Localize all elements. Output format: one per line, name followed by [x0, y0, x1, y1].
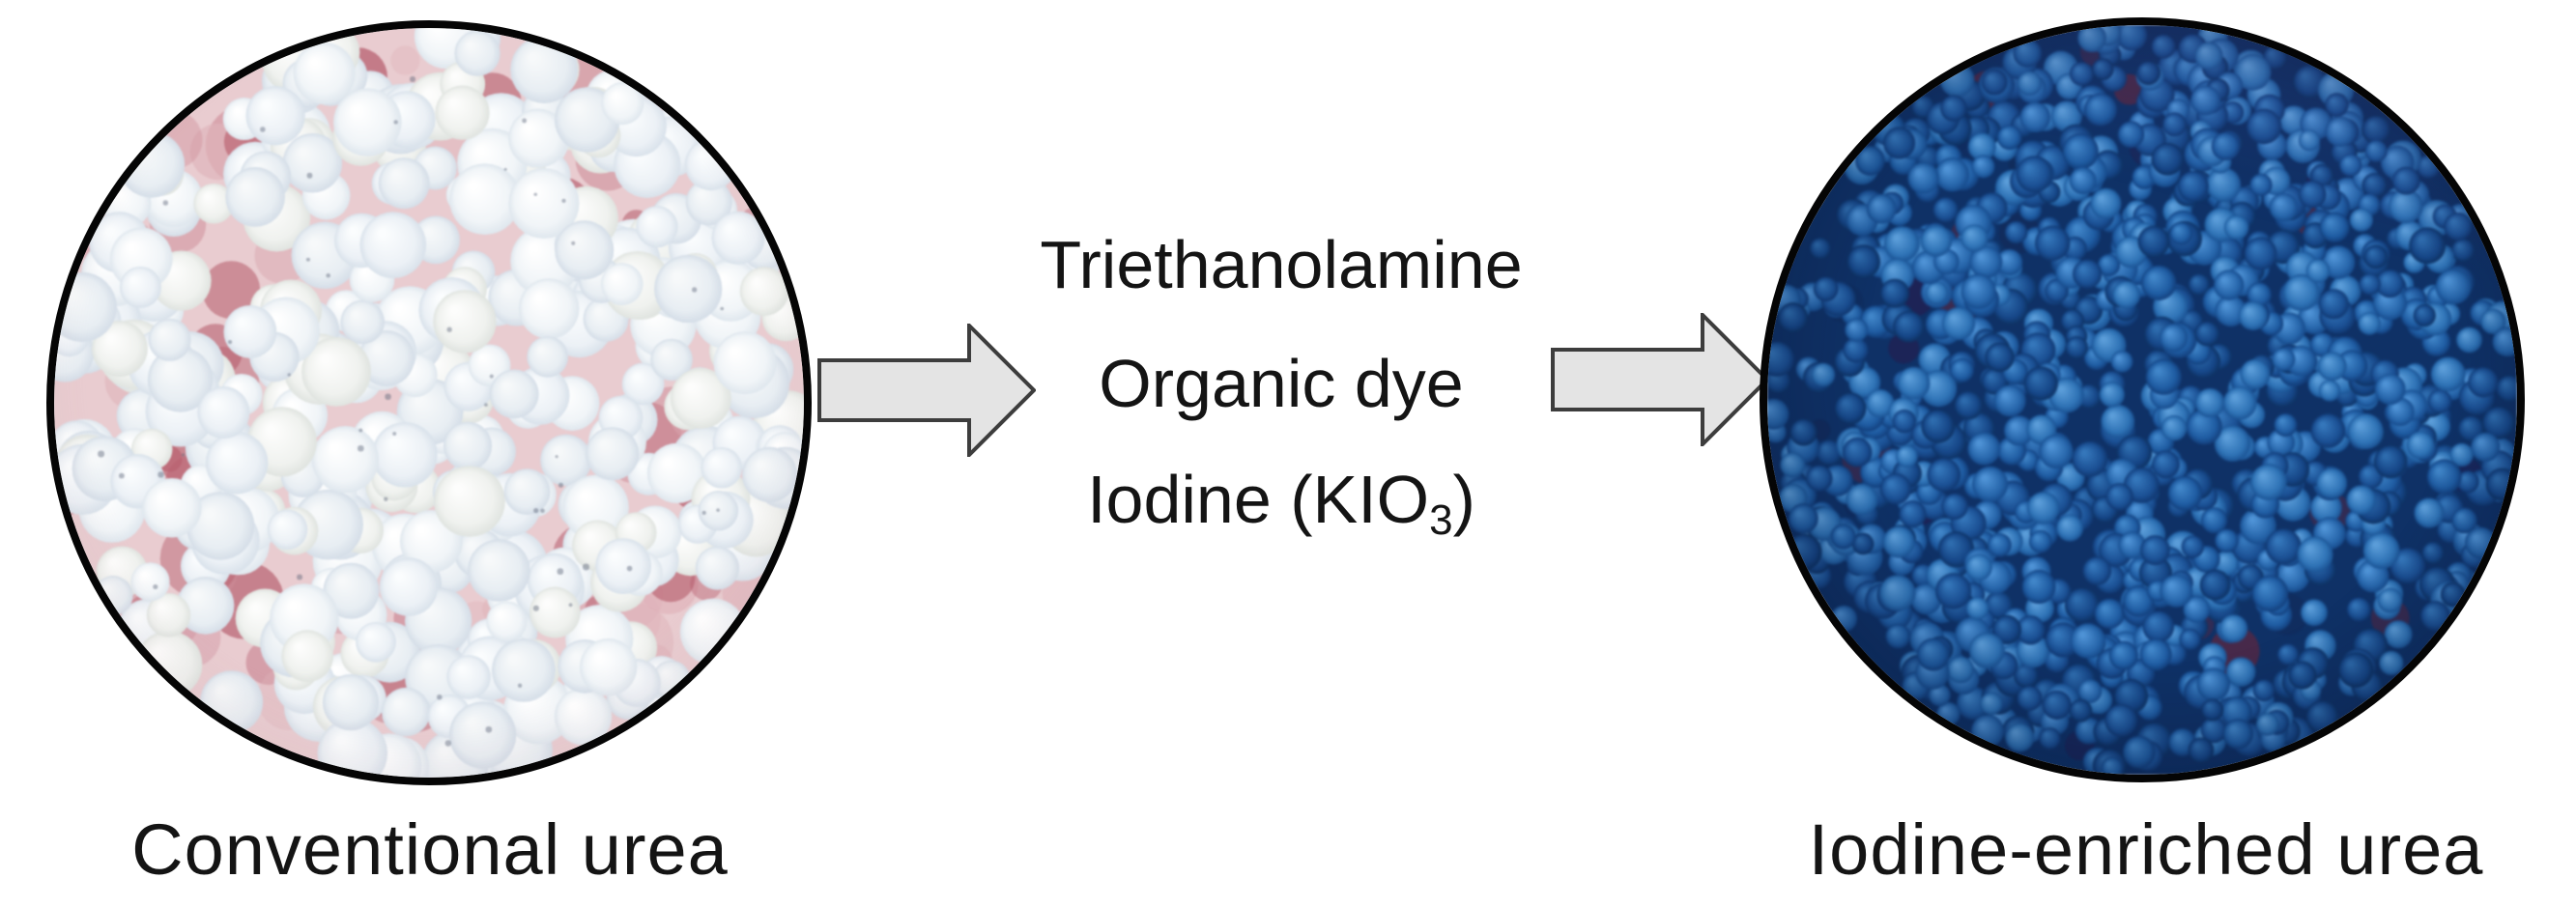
iodine-enriched-urea-photo — [1760, 17, 2525, 782]
arrow-right-icon-2 — [1551, 313, 1769, 446]
arrow-shape — [817, 324, 1036, 457]
conventional-urea-photo-canvas — [54, 28, 804, 778]
caption-iodine-enriched-urea: Iodine-enriched urea — [1808, 809, 2484, 890]
arrow-shape — [1551, 313, 1769, 446]
reagent-iodine-main: Iodine (KIO — [1087, 462, 1430, 537]
reagent-triethanolamine: Triethanolamine — [1040, 227, 1523, 302]
conventional-urea-photo — [46, 20, 812, 785]
reagent-organic-dye: Organic dye — [1099, 346, 1464, 421]
reagent-iodine: Iodine (KIO3) — [1087, 466, 1475, 544]
reagent-iodine-close-paren: ) — [1452, 462, 1475, 537]
reagent-iodine-subscript: 3 — [1429, 496, 1453, 544]
iodine-enriched-urea-photo-canvas — [1767, 25, 2517, 775]
caption-conventional-urea: Conventional urea — [131, 809, 729, 890]
arrow-right-icon-1 — [817, 324, 1036, 457]
